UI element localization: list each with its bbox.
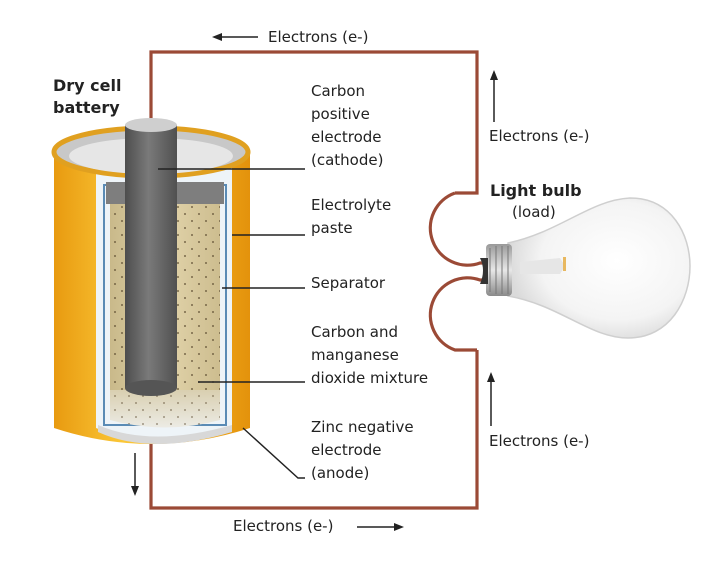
leader-lines <box>158 168 305 479</box>
wire-bottom <box>149 350 479 510</box>
battery-title: Dry cell battery <box>53 75 121 119</box>
label-mixture: Carbon and manganese dioxide mixture <box>311 321 428 390</box>
light-bulb <box>480 197 691 339</box>
bulb-base <box>486 244 512 296</box>
bulb-subtitle: (load) <box>512 203 556 221</box>
dry-cell-battery <box>51 118 251 444</box>
electrons-label-right-top: Electrons (e-) <box>489 127 590 145</box>
label-mixture-line: Carbon and <box>311 323 399 341</box>
wire-top <box>149 50 479 195</box>
label-separator: Separator <box>311 272 385 295</box>
leader-anode <box>242 427 305 479</box>
circuit-wire <box>149 50 486 510</box>
arrow-right-icon <box>357 523 404 531</box>
label-anode-line: Zinc negative <box>311 418 414 436</box>
electron-arrows <box>131 33 498 531</box>
label-mixture-line: manganese <box>311 346 399 364</box>
label-cathode-line: electrode <box>311 128 382 146</box>
label-electrolyte-line: Electrolyte <box>311 196 392 214</box>
carbon-rod <box>125 125 177 388</box>
label-mixture-line: dioxide mixture <box>311 369 429 387</box>
electrons-label-top: Electrons (e-) <box>268 28 369 46</box>
battery-title-line2: battery <box>53 98 120 117</box>
battery-title-line1: Dry cell <box>53 76 122 95</box>
label-anode-line: electrode <box>311 441 382 459</box>
filament <box>563 257 566 271</box>
label-electrolyte: Electrolyte paste <box>311 194 391 240</box>
label-electrolyte-line: paste <box>311 219 353 237</box>
arrow-down-icon <box>131 453 139 496</box>
label-cathode-line: positive <box>311 105 370 123</box>
label-anode: Zinc negative electrode (anode) <box>311 416 414 485</box>
electrons-label-right-bottom: Electrons (e-) <box>489 432 590 450</box>
bulb-glass <box>507 197 691 339</box>
wire-lower-loop <box>428 276 486 352</box>
arrow-left-icon <box>212 33 258 41</box>
electrons-label-bottom: Electrons (e-) <box>233 517 334 535</box>
rod-top <box>125 118 177 132</box>
label-cathode-line: (cathode) <box>311 151 384 169</box>
arrow-up-icon <box>490 70 498 122</box>
bulb-title: Light bulb <box>490 181 582 200</box>
arrow-up-icon <box>487 372 495 426</box>
wire-upper-loop <box>428 191 486 267</box>
label-separator-line: Separator <box>311 274 386 292</box>
label-cathode-line: Carbon <box>311 82 366 100</box>
label-cathode: Carbon positive electrode (cathode) <box>311 80 383 172</box>
label-anode-line: (anode) <box>311 464 370 482</box>
